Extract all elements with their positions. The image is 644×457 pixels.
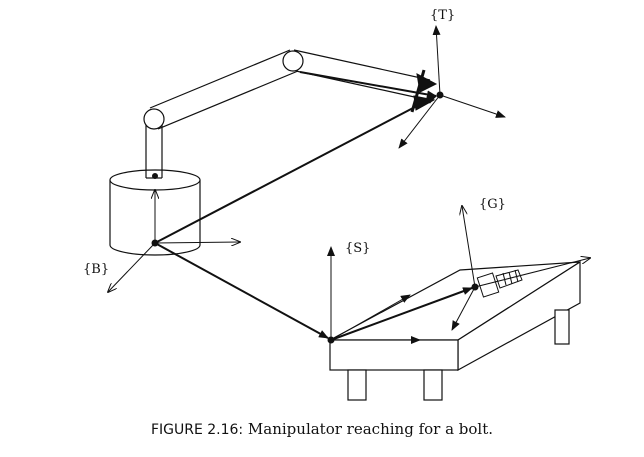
label-frame-g: {G} bbox=[479, 197, 506, 212]
frame-b bbox=[108, 190, 240, 292]
label-frame-b: {B} bbox=[83, 262, 109, 277]
frame-t bbox=[398, 25, 506, 149]
frame-g bbox=[451, 206, 590, 331]
figure-caption: FIGURE 2.16: Manipulator reaching for a … bbox=[0, 420, 644, 438]
table-leg-2 bbox=[423, 369, 443, 401]
transform-vectors bbox=[154, 71, 473, 341]
vector-arm-to-gripper bbox=[299, 71, 437, 99]
vector-b-to-t bbox=[154, 95, 437, 244]
table-leg-1 bbox=[347, 369, 367, 401]
label-frame-s: {S} bbox=[345, 241, 370, 256]
table bbox=[329, 260, 581, 401]
table-leg-3 bbox=[554, 309, 570, 345]
frame-s bbox=[327, 246, 421, 344]
vector-b-to-s bbox=[154, 242, 329, 339]
caption-text: Manipulator reaching for a bolt. bbox=[243, 420, 494, 438]
label-frame-t: {T} bbox=[430, 8, 455, 23]
vector-s-to-g bbox=[330, 287, 473, 341]
bolt bbox=[476, 269, 523, 298]
figure-number: FIGURE 2.16: bbox=[150, 422, 244, 438]
table-front bbox=[329, 339, 459, 371]
robot-arm bbox=[143, 49, 431, 179]
